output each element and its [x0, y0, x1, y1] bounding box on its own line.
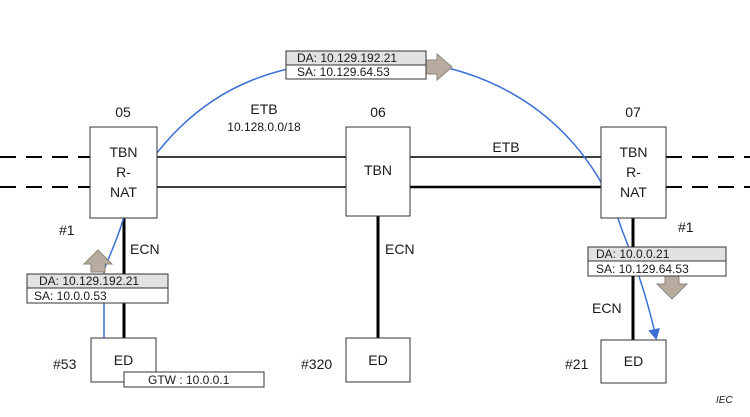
packet-right-da: DA: 10.0.0.21: [596, 247, 670, 261]
ecn-label-left: ECN: [130, 241, 160, 257]
tbn-05-id: 05: [115, 104, 131, 120]
ed-21-label: ED: [624, 353, 643, 369]
ecn-label-right: ECN: [592, 300, 622, 316]
packet-left-sa-box: [26, 287, 169, 304]
tbn-07-box: [600, 126, 667, 219]
port-label-right: #1: [678, 219, 694, 235]
ecn-label-middle: ECN: [385, 241, 415, 257]
tbn-06-line1: TBN: [364, 162, 392, 178]
tbn-06-box: [345, 126, 411, 217]
packet-left-sa: SA: 10.0.0.53: [34, 289, 107, 303]
etb-subnet: 10.128.0.0/18: [227, 120, 301, 134]
tbn-05-line2: R-: [116, 164, 131, 180]
tbn-07-line1: TBN: [620, 144, 648, 160]
etb-lines: [0, 156, 750, 189]
footer-iec: IEC: [716, 395, 733, 406]
tbn-05-line3: NAT: [110, 184, 137, 200]
gateway-label: GTW : 10.0.0.1: [148, 373, 230, 387]
ed-21-box: [600, 339, 667, 384]
packet-top-sa-box: [285, 64, 427, 80]
packet-top-da: DA: 10.129.192.21: [297, 51, 397, 65]
ed-320-label: ED: [368, 352, 387, 368]
packet-top-sa: SA: 10.129.64.53: [297, 65, 390, 79]
ed-53-label: ED: [114, 352, 133, 368]
ed-320-box: [345, 337, 411, 383]
ed-21-number: #21: [565, 356, 589, 372]
packet-right-sa-box: [587, 260, 727, 277]
packet-arrow-right-icon: [424, 52, 453, 82]
packet-right-sa: SA: 10.129.64.53: [596, 262, 689, 276]
gateway-box: [123, 371, 265, 388]
port-label-left: #1: [59, 222, 75, 238]
tbn-06-id: 06: [370, 104, 386, 120]
packet-arrow-down-icon: [655, 275, 689, 300]
ecn-links: [122, 216, 635, 340]
tbn-05-line1: TBN: [110, 144, 138, 160]
tbn-07-id: 07: [625, 104, 641, 120]
tbn-07-line2: R-: [626, 164, 641, 180]
packet-left-da: DA: 10.129.192.21: [39, 274, 139, 288]
tbn-05-box: [89, 126, 158, 219]
ed-320-number: #320: [301, 356, 332, 372]
ed-53-number: #53: [53, 356, 77, 372]
etb-label-left: ETB: [250, 101, 277, 117]
etb-label-right: ETB: [492, 139, 519, 155]
tbn-07-line3: NAT: [620, 184, 647, 200]
packet-arrow-up-icon: [82, 249, 114, 273]
